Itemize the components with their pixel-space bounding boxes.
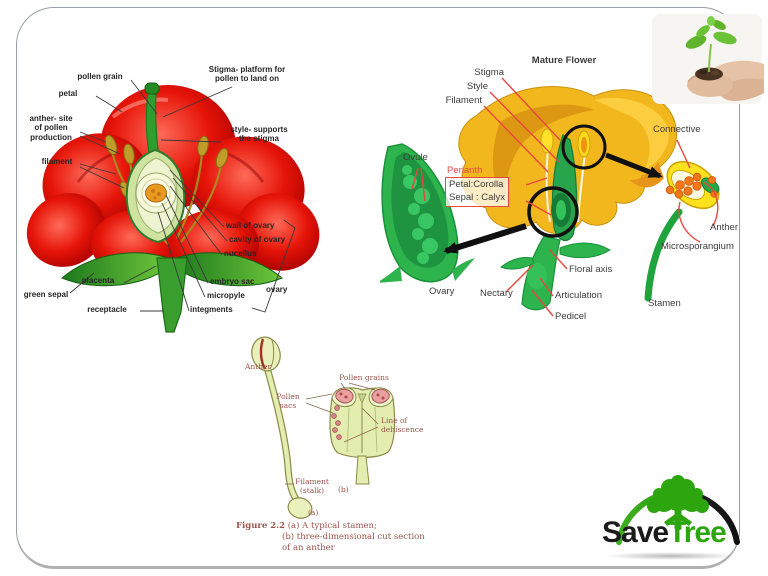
logo-shadow bbox=[604, 552, 738, 560]
stamen-figure-art bbox=[251, 336, 396, 519]
label-cavity-of-ovary: cavity of ovary bbox=[229, 235, 286, 244]
label-pedicel: Pedicel bbox=[555, 311, 587, 322]
mature-flower-diagram: Mature Flower Stigma Style Filament Ovul… bbox=[380, 52, 765, 352]
figure-leader-lines bbox=[285, 382, 379, 485]
figure-caption-line3: of an anther bbox=[282, 543, 335, 554]
ovule-closeup bbox=[380, 143, 475, 283]
label-ovary: Ovary bbox=[429, 286, 455, 297]
label-nectary: Nectary bbox=[480, 288, 513, 299]
hands-seedling-photo bbox=[650, 12, 764, 106]
logo-save: Save bbox=[602, 516, 669, 549]
label-stamen: Stamen bbox=[648, 298, 681, 309]
label-stigma: Stigma bbox=[474, 67, 504, 78]
savetree-logo-art bbox=[616, 475, 740, 545]
label-pollen-grains: Pollen grains bbox=[339, 373, 389, 382]
label-part-b: (b) bbox=[338, 485, 349, 494]
pistil bbox=[125, 82, 186, 244]
label-filament-stalk: Filament (stalk) bbox=[295, 477, 329, 496]
pedicel-group bbox=[500, 235, 611, 311]
label-receptacle: receptacle bbox=[87, 305, 127, 314]
magnifier-circle-anther bbox=[561, 124, 607, 170]
label-anther: anther- site of pollen production bbox=[29, 114, 73, 142]
label-style: style- supports the stigma bbox=[230, 125, 288, 144]
logo-tree-canopy bbox=[647, 475, 709, 530]
stamen-figure: Anther Pollen grains Pollen sacs Line of… bbox=[228, 332, 438, 554]
label-floral-axis: Floral axis bbox=[569, 264, 613, 275]
arrow-to-stamen-icon bbox=[605, 152, 663, 179]
label-embryo-sac: embryo sac bbox=[210, 277, 255, 286]
hands-seedling-art bbox=[652, 14, 764, 104]
label-connective: Connective bbox=[653, 124, 701, 135]
label-stigma: Stigma- platform for pollen to land on bbox=[208, 65, 286, 84]
label-petal: petal bbox=[58, 89, 78, 98]
figure-caption-number: Figure 2.2 bbox=[236, 521, 286, 531]
figure-caption-line1: (a) A typical stamen; bbox=[287, 521, 377, 531]
label-wall-of-ovary: wall of ovary bbox=[226, 221, 275, 230]
arrow-to-ovule-icon bbox=[443, 223, 527, 254]
label-anther: Anther bbox=[710, 222, 738, 233]
anthers bbox=[104, 134, 229, 199]
label-filament: Filament bbox=[445, 95, 482, 106]
label-ovule: Ovule bbox=[403, 152, 428, 163]
label-integments: integments bbox=[190, 305, 233, 314]
label-placenta: placenta bbox=[81, 276, 115, 285]
label-green-sepal: green sepal bbox=[23, 290, 69, 299]
logo-tree: Tree bbox=[668, 516, 727, 549]
label-microsporangium: Microsporangium bbox=[661, 241, 734, 252]
perianth-box: Petal:Corolla Sepal : Calyx bbox=[445, 177, 509, 207]
stamen-closeup bbox=[644, 160, 720, 302]
label-micropyle: micropyle bbox=[207, 291, 245, 300]
label-pollen-grain: pollen grain bbox=[77, 72, 123, 81]
receptacle-shape bbox=[156, 257, 188, 333]
red-leader-lines bbox=[411, 77, 719, 317]
label-anther: Anther bbox=[244, 362, 272, 371]
mature-flower-art bbox=[380, 77, 720, 317]
label-nucellus: nucellus bbox=[224, 249, 257, 258]
figure-caption-line2: (b) three-dimensional cut section bbox=[282, 532, 425, 543]
label-line-of-dehiscence: Line of dehiscence bbox=[381, 416, 424, 435]
cut-anther bbox=[329, 387, 396, 485]
label-petal-corolla: Petal:Corolla bbox=[449, 179, 504, 190]
label-sepal-calyx: Sepal : Calyx bbox=[449, 191, 505, 203]
magnifier-circle-ovary bbox=[527, 186, 579, 238]
label-perianth: Perianth bbox=[447, 165, 483, 176]
label-pollen-sacs: Pollen sacs bbox=[276, 392, 300, 411]
label-style: Style bbox=[466, 81, 488, 92]
diagram-title: Mature Flower bbox=[531, 55, 597, 66]
label-articulation: Articulation bbox=[555, 290, 602, 301]
red-flower-diagram: pollen grain petal Stigma- platform for … bbox=[18, 62, 323, 337]
label-ovary: ovary bbox=[266, 285, 288, 294]
slide-frame bbox=[16, 7, 740, 569]
typical-stamen bbox=[251, 336, 313, 519]
figure-caption: Figure 2.2 (a) A typical stamen; (b) thr… bbox=[236, 521, 436, 554]
label-part-a: (a) bbox=[308, 508, 319, 517]
label-filament: filament bbox=[41, 157, 73, 166]
leader-lines bbox=[69, 79, 296, 313]
red-flower-art bbox=[26, 79, 320, 333]
